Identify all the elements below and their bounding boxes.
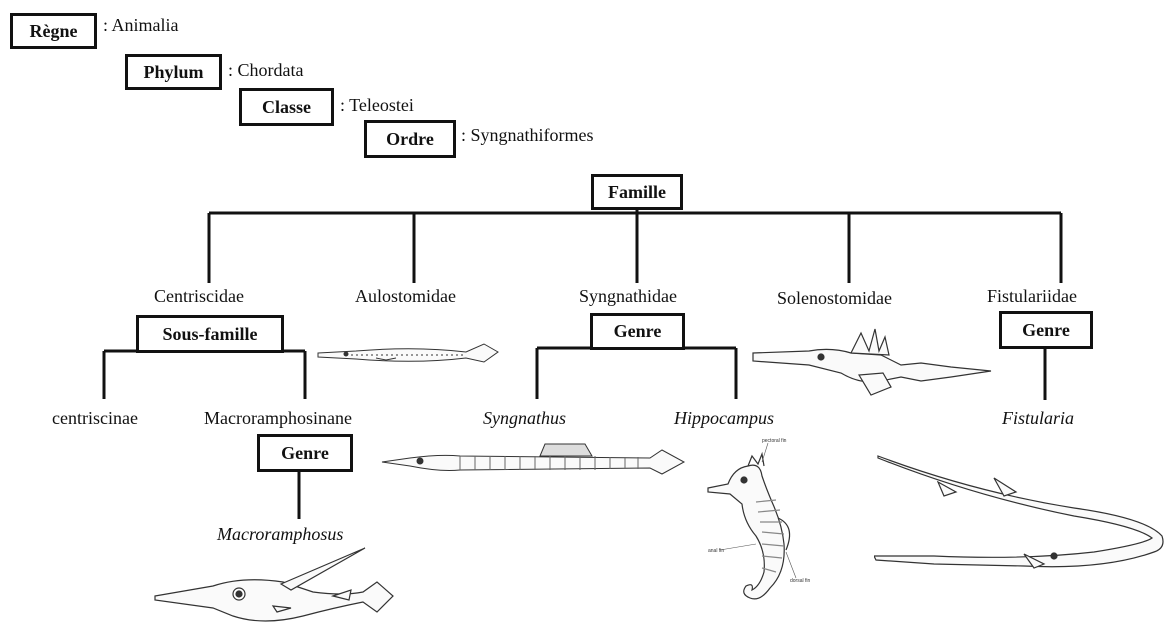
syngnathus-illustration xyxy=(380,440,690,484)
genre-box-syngnathidae: Genre xyxy=(590,313,685,350)
genus-syngnathus: Syngnathus xyxy=(483,408,566,429)
genus-fistularia: Fistularia xyxy=(1002,408,1074,429)
seahorse-label-anal: anal fin xyxy=(708,548,724,554)
family-aulostomidae: Aulostomidae xyxy=(355,286,456,307)
genus-hippocampus: Hippocampus xyxy=(674,408,774,429)
family-syngnathidae: Syngnathidae xyxy=(579,286,677,307)
rank-value-teleostei: : Teleostei xyxy=(340,95,414,116)
rank-value-animalia: : Animalia xyxy=(103,15,179,36)
family-fistulariidae: Fistulariidae xyxy=(987,286,1077,307)
fistularia-illustration xyxy=(874,452,1168,576)
rank-box-phylum: Phylum xyxy=(125,54,222,90)
famille-box: Famille xyxy=(591,174,683,210)
rank-value-syngnathiformes: : Syngnathiformes xyxy=(461,125,594,146)
seahorse-label-pectoral: pectoral fin xyxy=(762,438,787,444)
subfamily-macroramphosinane: Macroramphosinane xyxy=(204,408,352,429)
rank-box-regne: Règne xyxy=(10,13,97,49)
rank-box-ordre: Ordre xyxy=(364,120,456,158)
genus-macroramphosus: Macroramphosus xyxy=(217,524,343,545)
hippocampus-illustration: pectoral fin anal fin dorsal fin xyxy=(700,432,825,622)
macroramphosus-illustration xyxy=(153,546,397,628)
seahorse-label-dorsal: dorsal fin xyxy=(790,578,811,584)
genre-box-macroramphosinane: Genre xyxy=(257,434,353,472)
family-centriscidae: Centriscidae xyxy=(154,286,244,307)
genre-box-fistulariidae: Genre xyxy=(999,311,1093,349)
solenostomus-illustration xyxy=(751,325,995,400)
aulostomus-illustration xyxy=(316,336,502,376)
family-solenostomidae: Solenostomidae xyxy=(777,288,892,309)
rank-value-chordata: : Chordata xyxy=(228,60,303,81)
sous-famille-box: Sous-famille xyxy=(136,315,284,353)
subfamily-centriscinae: centriscinae xyxy=(52,408,138,429)
rank-box-classe: Classe xyxy=(239,88,334,126)
